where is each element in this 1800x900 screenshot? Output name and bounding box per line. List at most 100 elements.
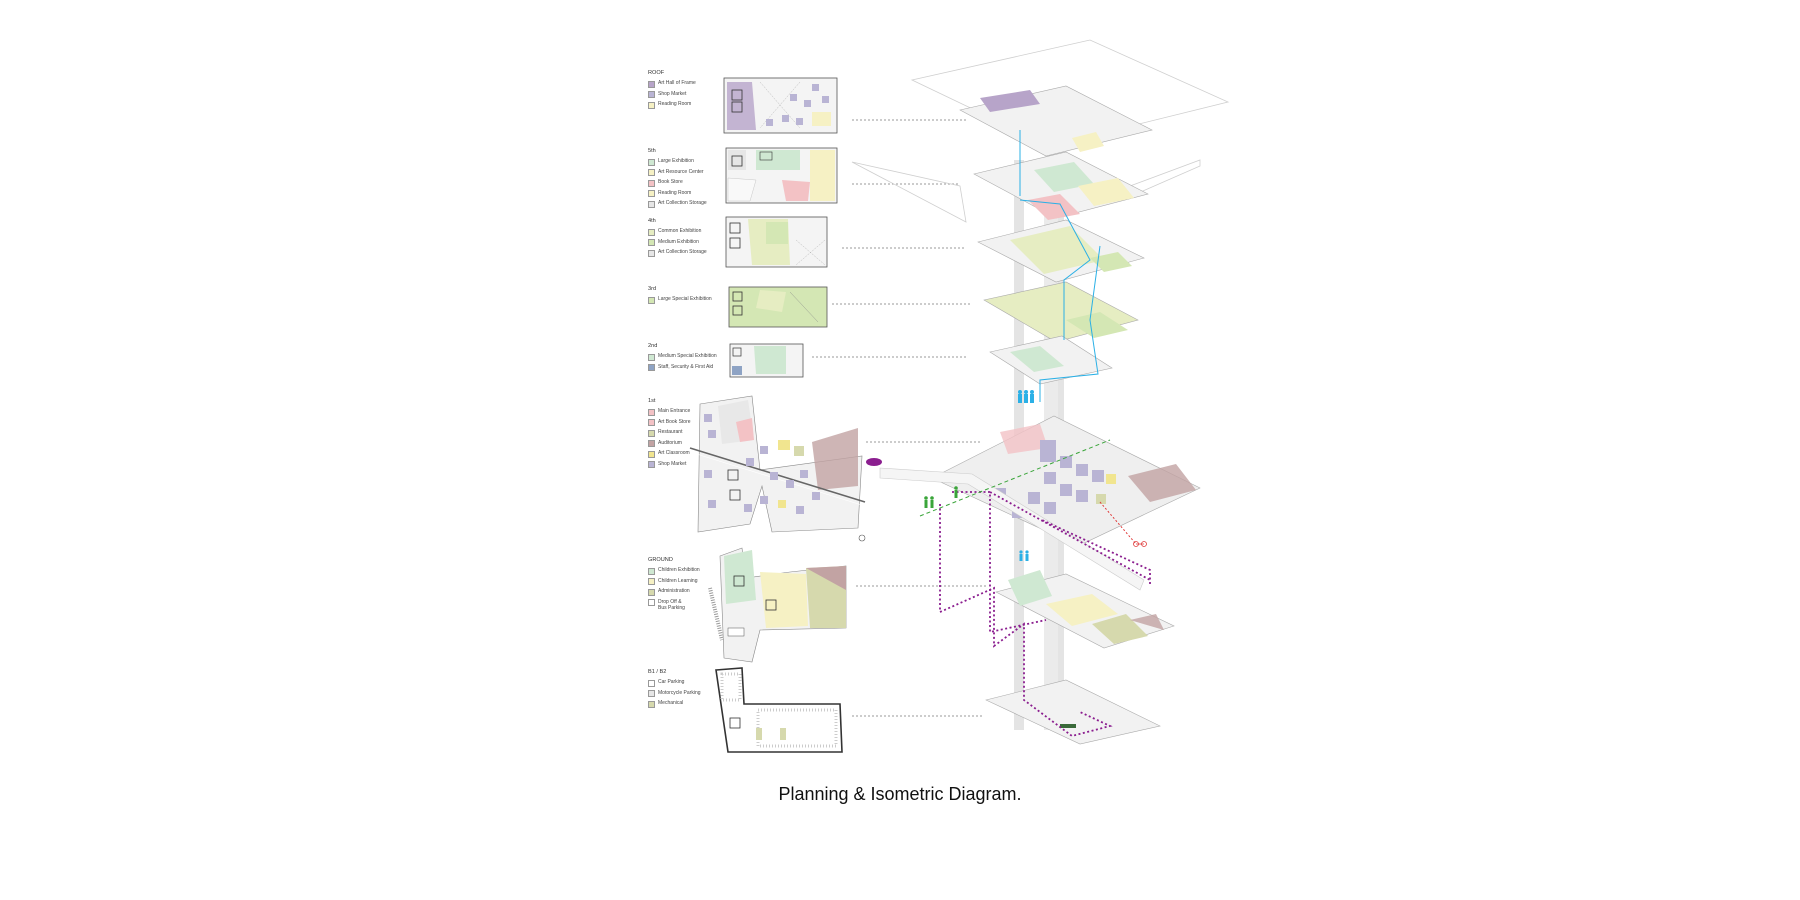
legend-item: Administration: [648, 588, 758, 596]
legend-item: Large Exhibition: [648, 158, 758, 166]
legend-item: Medium Special Exhibition: [648, 353, 758, 361]
legend-item: Car Parking: [648, 679, 758, 687]
legend-swatch: [648, 190, 655, 197]
legend-item: Art Collection Storage: [648, 200, 758, 208]
legend-swatch: [648, 450, 655, 458]
legend-level-title: 1st: [648, 398, 656, 404]
legend-item-label: Art Hall of Frame: [658, 80, 696, 86]
legend-swatch: [648, 91, 655, 98]
legend-item: Large Special Exhibition: [648, 296, 758, 304]
pedestrian-icon: [924, 486, 958, 508]
legend-item-label: Art Resource Center: [658, 168, 704, 175]
legend-item: Art Collection Storage: [648, 249, 758, 257]
legend-item: Main Entrance: [648, 408, 758, 416]
legend-item: Mechanical: [648, 700, 758, 708]
legend-swatch: [648, 578, 655, 585]
legend-swatch: [648, 353, 655, 361]
plan-5th: [725, 147, 838, 204]
iso-slab-4th: [977, 219, 1145, 283]
people-icon: [1018, 390, 1034, 561]
legend-level-title: 5th: [648, 148, 656, 154]
legend-swatch: [648, 599, 655, 606]
legend-swatch: [648, 296, 655, 304]
legend-swatch: [648, 588, 655, 596]
legend-item-label: Medium Exhibition: [658, 238, 699, 245]
legend-item-label: Administration: [658, 588, 690, 594]
legend-item: Art Hall of Frame: [648, 80, 758, 88]
legend-swatch: [648, 461, 655, 468]
plan-ground: [708, 547, 847, 663]
legend-swatch: [648, 249, 655, 257]
iso-slab-roof: [959, 85, 1153, 157]
car-icon: [866, 458, 882, 466]
legend-level-title: GROUND: [648, 557, 673, 563]
legend-swatch: [648, 101, 655, 109]
legend-swatch: [648, 179, 655, 187]
legend-item: Restaurant: [648, 429, 758, 437]
legend-item: Auditorium: [648, 439, 758, 447]
legend-item: Art Classroom: [648, 450, 758, 458]
legend-item: Drop Off & Bus Parking: [648, 599, 758, 612]
legend-item-label: Auditorium: [658, 439, 682, 446]
iso-circulation: [919, 130, 1151, 737]
legend-item: Motorcycle Parking: [648, 689, 758, 697]
legend-swatch: [648, 169, 655, 176]
legend-item: Staff, Security & First Aid: [648, 363, 758, 371]
legend-item: Art Book Store: [648, 418, 758, 426]
legend-swatch: [648, 408, 655, 416]
legend-item: Shop Market: [648, 461, 758, 468]
legend-item-label: Large Special Exhibition: [658, 296, 712, 302]
legend-level-title: 2nd: [648, 343, 658, 349]
legend-swatch: [648, 239, 655, 246]
legend-swatch: [648, 690, 655, 697]
legend-level-title: ROOF: [648, 70, 665, 76]
legend-swatch: [648, 364, 655, 371]
legend-item-label: Children Exhibition: [658, 567, 700, 573]
legend-level-title: 3rd: [648, 286, 657, 292]
figure-caption: Planning & Isometric Diagram.: [778, 784, 1022, 804]
plan-roof: [723, 77, 838, 134]
legend-swatch: [648, 429, 655, 437]
legend-item-label: Medium Special Exhibition: [658, 353, 717, 359]
legend-item: Children Learning: [648, 577, 758, 585]
legend-item-label: Mechanical: [658, 700, 684, 706]
iso-slab-ground: [995, 570, 1175, 649]
legend-item: Reading Room: [648, 101, 758, 109]
iso-ramp: [879, 467, 1145, 591]
legend-item-label: Book Store: [658, 179, 683, 185]
legend-item-label: Art Book Store: [658, 418, 691, 425]
plan-1st: [689, 395, 866, 542]
legend-item: Shop Market: [648, 91, 758, 98]
iso-slab-basement: [985, 679, 1161, 745]
legend-item-label: Children Learning: [658, 577, 698, 584]
legend-swatch: [648, 200, 655, 208]
legend-item-label: Reading Room: [658, 189, 692, 196]
legend-item-label: Drop Off & Bus Parking: [658, 598, 685, 611]
legend-swatch: [648, 158, 655, 166]
legend-item: Common Exhibition: [648, 228, 758, 236]
legend-item: Reading Room: [648, 189, 758, 197]
legend-swatch: [648, 228, 655, 236]
legend-item-label: Motorcycle Parking: [658, 689, 701, 696]
legend-item: Medium Exhibition: [648, 238, 758, 246]
legend-item-label: Staff, Security & First Aid: [658, 363, 714, 370]
iso-figures: [866, 390, 1147, 561]
legend-swatch: [648, 567, 655, 575]
legend-item-label: Car Parking: [658, 679, 685, 685]
iso-slab-1st: [931, 415, 1201, 547]
legend-level-title: B1 / B2: [648, 669, 667, 675]
iso-slab-2nd: [989, 335, 1113, 385]
legend-item-label: Restaurant: [658, 429, 683, 435]
legend-item-label: Art Classroom: [658, 450, 690, 456]
plan-3rd: [728, 286, 828, 328]
